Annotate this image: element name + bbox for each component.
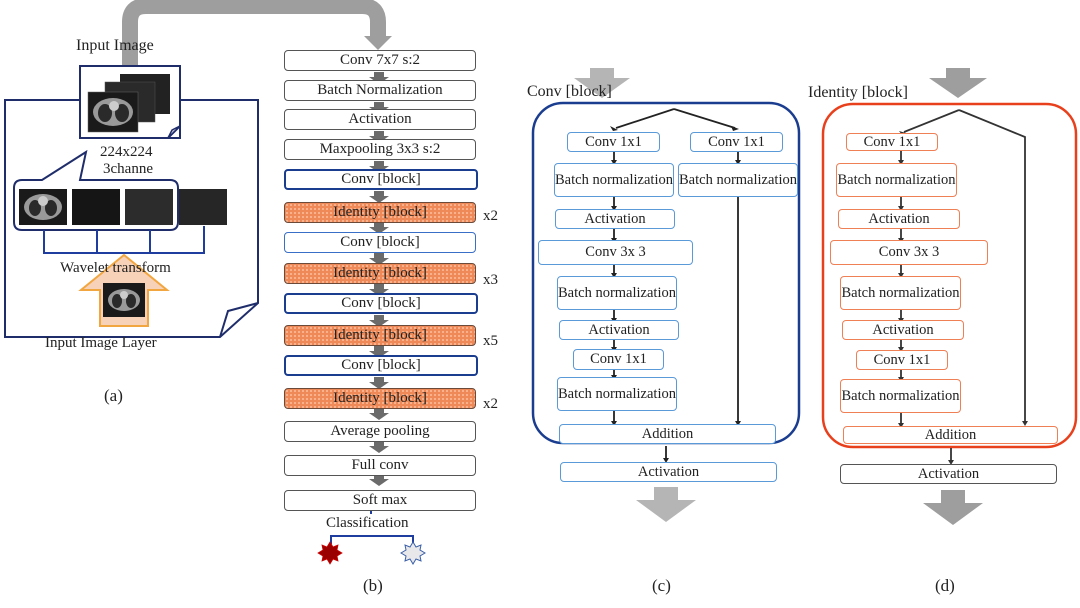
conv-main-conv3x3: Conv 3x 3	[538, 240, 693, 265]
caption-c: (c)	[652, 576, 671, 595]
input-to-network-arrow	[122, 0, 386, 70]
input-channels-label: 3channe	[103, 161, 153, 177]
identity-block-output-arrow	[923, 490, 983, 525]
layer-full-conv: Full conv	[284, 455, 476, 476]
layer-conv-block-4: Conv [block]	[284, 355, 478, 376]
conv-block-output-arrow	[636, 487, 696, 522]
layer-activation: Activation	[284, 109, 476, 130]
identity-main-activation-b: Activation	[842, 320, 964, 340]
layer-average-pooling: Average pooling	[284, 421, 476, 442]
conv-block-input-arrow	[574, 68, 630, 98]
positive-class-icon	[317, 541, 343, 565]
conv-main-activation-b: Activation	[559, 320, 679, 340]
repeat-count-1: x2	[483, 208, 498, 224]
layer-conv-block-3: Conv [block]	[284, 293, 478, 314]
layer-identity-block-2: Identity [block]	[284, 263, 476, 284]
repeat-count-2: x3	[483, 272, 498, 288]
layer-maxpooling: Maxpooling 3x3 s:2	[284, 139, 476, 160]
wavelet-transform-label: Wavelet transform	[60, 260, 171, 276]
identity-main-conv1x1-b: Conv 1x1	[856, 350, 948, 370]
identity-main-batchnorm-b: Batch normalization	[840, 276, 961, 310]
wavelet-hl-image	[125, 189, 173, 225]
layer-conv-block-1: Conv [block]	[284, 169, 478, 190]
identity-addition: Addition	[843, 426, 1058, 444]
wavelet-lh-image	[72, 189, 120, 225]
identity-block-input-arrow	[929, 68, 987, 98]
identity-main-activation-a: Activation	[838, 209, 960, 229]
identity-block-connectors	[900, 109, 1026, 462]
negative-class-icon	[400, 541, 426, 565]
conv-shortcut-conv1x1: Conv 1x1	[690, 132, 783, 152]
layer-identity-block-1: Identity [block]	[284, 202, 476, 223]
repeat-count-3: x5	[483, 333, 498, 349]
layer-soft-max: Soft max	[284, 490, 476, 511]
conv-output-activation: Activation	[560, 462, 777, 482]
conv-block-title: Conv [block]	[527, 83, 612, 100]
caption-d: (d)	[935, 576, 955, 595]
conv-main-batchnorm-c: Batch normalization	[557, 377, 677, 411]
identity-main-conv1x1-a: Conv 1x1	[846, 133, 938, 151]
input-layer-fold-icon	[219, 302, 259, 338]
conv-main-batchnorm-b: Batch normalization	[557, 276, 677, 310]
layer-identity-block-4: Identity [block]	[284, 388, 476, 409]
wavelet-hh-image	[179, 189, 227, 225]
layer-identity-block-3: Identity [block]	[284, 325, 476, 346]
wavelet-bracket	[43, 226, 205, 254]
repeat-count-4: x2	[483, 396, 498, 412]
input-image-label: Input Image	[76, 37, 154, 54]
input-layer-frame	[4, 99, 259, 338]
input-size-label: 224x224	[100, 144, 153, 160]
layer-conv-block-2: Conv [block]	[284, 232, 476, 253]
layer-conv7x7: Conv 7x7 s:2	[284, 50, 476, 71]
identity-main-batchnorm-a: Batch normalization	[836, 163, 957, 197]
conv-main-conv1x1-a: Conv 1x1	[567, 132, 660, 152]
identity-main-conv3x3: Conv 3x 3	[830, 240, 988, 265]
input-image-layer-label: Input Image Layer	[45, 335, 157, 351]
layer-flow-arrows	[369, 72, 389, 486]
conv-addition: Addition	[559, 424, 776, 444]
caption-b: (b)	[363, 576, 383, 595]
identity-block-frame	[821, 102, 1078, 449]
layer-batch-normalization: Batch Normalization	[284, 80, 476, 101]
conv-shortcut-batchnorm: Batch normalization	[678, 163, 798, 197]
conv-main-conv1x1-b: Conv 1x1	[573, 349, 664, 370]
identity-output-activation: Activation	[840, 464, 1057, 484]
classification-label: Classification	[326, 515, 409, 531]
identity-main-batchnorm-c: Batch normalization	[840, 379, 961, 413]
conv-block-connectors	[613, 108, 739, 460]
conv-main-activation-a: Activation	[555, 209, 675, 229]
caption-a: (a)	[104, 386, 123, 405]
input-to-network-arrowhead	[364, 36, 392, 50]
conv-main-batchnorm-a: Batch normalization	[554, 163, 674, 197]
identity-block-title: Identity [block]	[808, 84, 908, 101]
